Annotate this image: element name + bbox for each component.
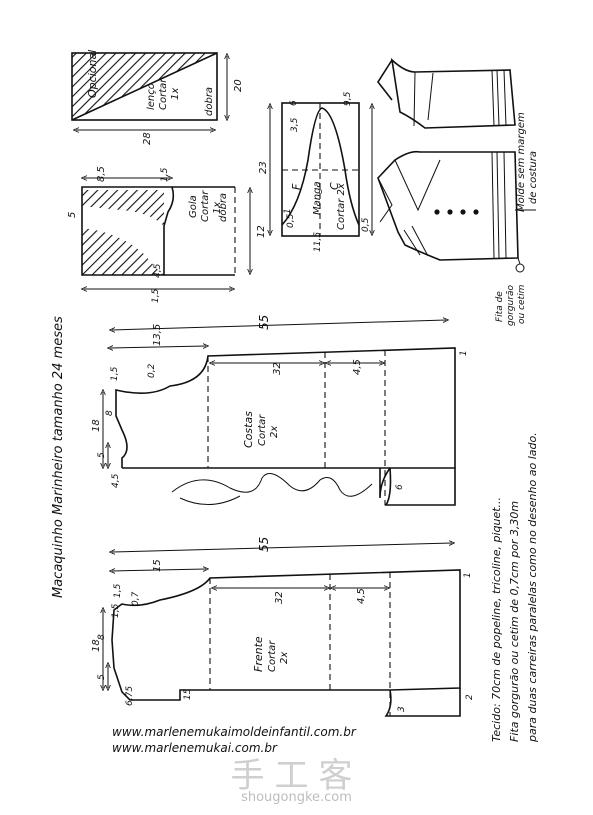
costas-d-mid: 32 (272, 362, 283, 375)
note-fita-3: ou cetim (517, 284, 527, 324)
manga-a: 3,5 (290, 117, 300, 132)
manga-e: 0,5 (361, 217, 371, 232)
gola-h: 12 (256, 225, 267, 238)
lenco-opcional: Opcional (86, 50, 99, 98)
gola-label-1: Gola (188, 195, 199, 218)
frente-i: 3 (397, 706, 407, 712)
frente-h2: 2 (465, 694, 475, 700)
frente-d-side2: 1 (463, 572, 473, 578)
manga-top1: 6 (289, 100, 299, 106)
costas-c: 8 (105, 410, 115, 416)
manga-c2: 1 (283, 208, 293, 214)
materials-line-1: Tecido: 70cm de popeline, tricoline, piq… (490, 497, 503, 742)
costas-a: 1,5 (110, 366, 120, 381)
piece-costas: Costas Cortar 2x 55 13,5 32 4,5 1 18 1,5… (91, 315, 469, 506)
frente-d: 8 (97, 634, 107, 640)
manga-c: C (328, 182, 341, 190)
note-sem-margem-2: de costura (528, 151, 539, 204)
watermark-cn: 手工客 (230, 756, 363, 796)
costas-d-top: 13,5 (152, 324, 163, 346)
garment-sketch: Molde sem margem de costura Fita de gorg… (377, 57, 539, 326)
gola-d1: 5 (67, 212, 78, 218)
lenco-h: 20 (233, 79, 244, 92)
signature (171, 473, 373, 506)
costas-f: 6 (395, 484, 405, 490)
manga-label-2: Cortar 2x (336, 183, 347, 230)
button-dot (460, 209, 466, 215)
note-sem-margem-1: Molde sem margem (516, 112, 527, 212)
manga-d: 11,5 (313, 232, 323, 252)
button-dot (447, 209, 453, 215)
lenco-dobra: dobra (204, 87, 215, 116)
svg-text:Macaquinho Marinheiro tamanho: Macaquinho Marinheiro tamanho 24 meses (51, 316, 66, 598)
piece-manga: 23 F C Manga Cortar 2x 6 9,5 3,5 0,5 1 1… (258, 91, 372, 252)
frente-b: 0,7 (131, 591, 141, 606)
gola-d2: 4,5 (153, 263, 163, 278)
costas-label-3: 2x (269, 426, 280, 438)
sheet-title: Macaquinho Marinheiro tamanho 24 meses (51, 316, 66, 598)
frente-e: 5 (97, 674, 107, 680)
costas-d-side: 4,5 (352, 359, 363, 375)
manga-top2: 9,5 (343, 91, 353, 106)
frente-w: 55 (257, 537, 271, 552)
gola-w1: 8,5 (96, 166, 107, 182)
frente-d-side: 4,5 (356, 588, 367, 604)
manga-f: F (290, 183, 303, 190)
materials: Tecido: 70cm de popeline, tricoline, piq… (490, 432, 539, 743)
watermark-url: shougongke.com (241, 790, 352, 805)
piece-lenco: Opcional lenço Cortar 1x dobra 20 28 (71, 50, 244, 145)
url-1: www.marlenemukaimoldeinfantil.com.br (112, 725, 357, 739)
costas-d: 5 (97, 452, 107, 458)
frente-h: 18 (91, 639, 102, 652)
frente-g: 15 (183, 688, 193, 700)
costas-b: 0,2 (147, 363, 157, 378)
costas-label-1: Costas (242, 411, 255, 448)
button-dot (434, 209, 440, 215)
manga-label-1: Manga (312, 181, 323, 215)
materials-line-2: Fita gorgurão ou cetim de 0,7cm por 3,30… (508, 501, 521, 742)
piece-gola: Gola Cortar 1x dobra 8,5 1,5 12 5 4,5 1,… (67, 166, 267, 303)
costas-label-2: Cortar (257, 414, 268, 446)
lenco-label-3: 1x (170, 88, 181, 100)
note-fita-1: Fita de (495, 291, 505, 322)
button-dot (473, 209, 479, 215)
gola-label-3: 1x (212, 202, 223, 214)
frente-a: 1,5 (113, 583, 123, 598)
costas-d-side2: 1 (459, 350, 469, 356)
lenco-w: 28 (142, 132, 153, 145)
frente-d-mid: 32 (274, 591, 285, 604)
lenco-label-2: Cortar (158, 78, 169, 110)
costas-h: 18 (91, 419, 102, 432)
piece-frente: Frente Cortar 2x 55 15 32 4,5 1 18 1,5 0… (91, 537, 475, 717)
frente-f: 6,75 (125, 686, 135, 706)
frente-label-3: 2x (279, 652, 290, 664)
url-2: www.marlenemukai.com.br (112, 741, 278, 755)
gola-w2: 1,5 (160, 167, 170, 182)
frente-d-top: 15 (152, 559, 163, 572)
costas-w: 55 (257, 315, 271, 330)
costas-e: 4,5 (111, 473, 121, 488)
frente-c: 1,5 (111, 603, 121, 618)
materials-line-3: para duas carreiras paralelas como no de… (526, 432, 539, 743)
gola-label-2: Cortar (200, 190, 211, 222)
gola-d3: 1,5 (151, 288, 161, 303)
manga-b: 0,5 (286, 213, 296, 228)
lenco-label-1: lenço (146, 83, 157, 110)
note-fita-2: gorgurão (506, 284, 516, 326)
manga-h: 23 (258, 161, 269, 174)
gola-dobra: dobra (218, 193, 229, 222)
frente-label-2: Cortar (267, 640, 278, 672)
frente-label-1: Frente (252, 636, 265, 672)
